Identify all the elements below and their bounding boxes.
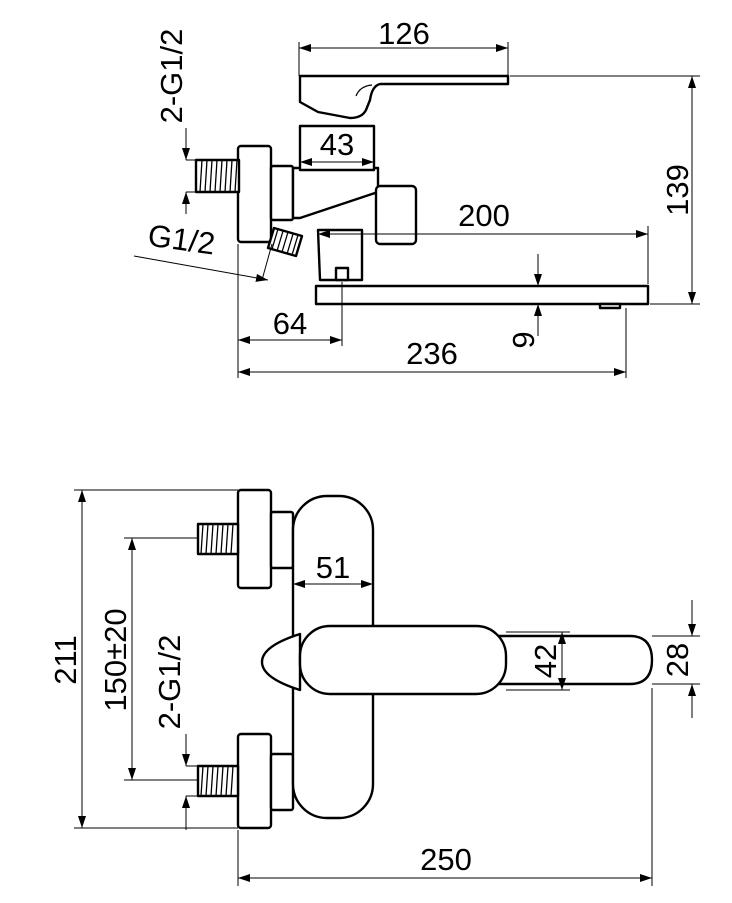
side-spout-connector: [374, 184, 418, 246]
dim-label-139: 139: [660, 164, 695, 216]
dim-label-200: 200: [458, 198, 510, 233]
dim-label-42: 42: [528, 644, 563, 678]
dim-body-width: 43: [300, 127, 374, 166]
dim-label-43: 43: [320, 127, 354, 162]
front-lever-handle: [298, 624, 508, 696]
front-lower-inlet-thread: [196, 764, 240, 798]
side-wall-flange: [236, 144, 273, 244]
dim-label-250: 250: [420, 842, 472, 877]
front-handle-boss: [260, 632, 302, 692]
dim-label-9: 9: [506, 331, 541, 348]
dim-spout-reach: 200: [318, 198, 649, 284]
dim-inlet-spacing: 150±20: [98, 537, 198, 781]
front-lower-flange: [236, 732, 273, 830]
side-connection-nut: [269, 164, 295, 222]
dim-wall-offset: 64: [237, 244, 343, 378]
dim-front-inlet-thread: 2-G1/2: [152, 635, 198, 830]
side-view: 126 43 139 200 2-G1/2: [133, 16, 700, 378]
dim-label-28: 28: [660, 643, 695, 677]
side-lever-handle: [298, 74, 510, 120]
dim-label-150: 150±20: [98, 608, 133, 711]
dim-handle-length: 126: [298, 16, 509, 76]
front-view: 51 42 28 211 150±20: [48, 488, 700, 886]
dim-front-total-length: 250: [237, 688, 653, 886]
dim-front-body-width: 51: [293, 550, 373, 588]
dim-label-126: 126: [378, 16, 430, 51]
dim-label-64: 64: [273, 306, 307, 341]
side-spout: [314, 284, 650, 306]
front-upper-inlet-thread: [196, 522, 240, 556]
dim-label-236: 236: [406, 336, 458, 371]
dim-spout-width: 28: [652, 600, 700, 718]
dim-label-51: 51: [316, 550, 350, 585]
front-upper-nut: [269, 510, 295, 570]
front-lower-nut: [269, 752, 295, 812]
dim-handle-width: 42: [506, 631, 570, 691]
dim-height: 139: [510, 75, 700, 305]
front-upper-flange: [236, 488, 273, 590]
dim-label-inlet-thread: 2-G1/2: [154, 29, 189, 124]
side-outlet-thread: [266, 226, 304, 258]
dim-label-211: 211: [48, 635, 83, 684]
dim-label-outlet-thread: G1/2: [146, 218, 217, 262]
dim-total-depth: 236: [238, 308, 627, 378]
dim-inlet-thread: 2-G1/2: [154, 29, 196, 214]
dim-spout-thickness: 9: [506, 254, 542, 349]
side-inlet-thread: [194, 158, 241, 194]
side-valve-body: [291, 166, 380, 220]
dim-label-front-inlet-thread: 2-G1/2: [152, 635, 187, 730]
dim-front-total-height: 211: [48, 489, 238, 829]
